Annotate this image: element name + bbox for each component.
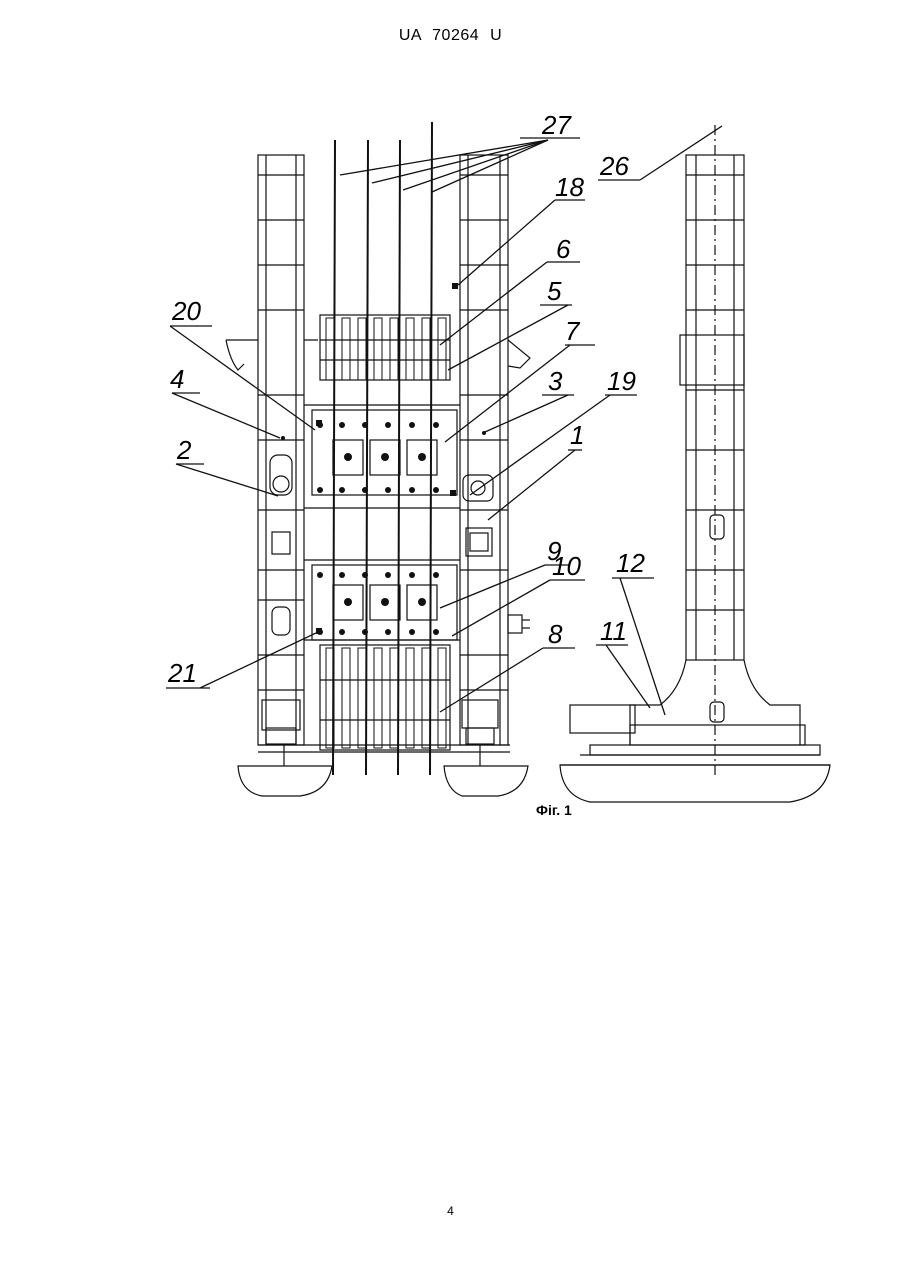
page-number: 4 bbox=[0, 1204, 901, 1218]
label-3: 3 bbox=[548, 366, 563, 396]
left-column bbox=[258, 155, 304, 745]
label-1: 1 bbox=[570, 420, 584, 450]
label-10: 10 bbox=[552, 551, 581, 581]
leader-lines bbox=[166, 126, 722, 715]
label-26: 26 bbox=[599, 151, 629, 181]
label-8: 8 bbox=[548, 619, 563, 649]
label-4: 4 bbox=[170, 364, 184, 394]
label-27: 27 bbox=[541, 110, 572, 140]
label-18: 18 bbox=[555, 172, 584, 202]
label-12: 12 bbox=[616, 548, 645, 578]
side-view-column bbox=[560, 125, 830, 802]
figure-caption: Фіг. 1 bbox=[536, 802, 572, 818]
label-5: 5 bbox=[547, 276, 562, 306]
label-11: 11 bbox=[600, 616, 627, 646]
foundation-front bbox=[238, 745, 528, 796]
rod-sleeves bbox=[326, 318, 446, 748]
label-20: 20 bbox=[171, 296, 201, 326]
right-column bbox=[460, 155, 530, 745]
label-7: 7 bbox=[565, 316, 581, 346]
label-2: 2 bbox=[176, 435, 192, 465]
label-19: 19 bbox=[607, 366, 636, 396]
label-21: 21 bbox=[167, 658, 197, 688]
label-6: 6 bbox=[556, 234, 571, 264]
